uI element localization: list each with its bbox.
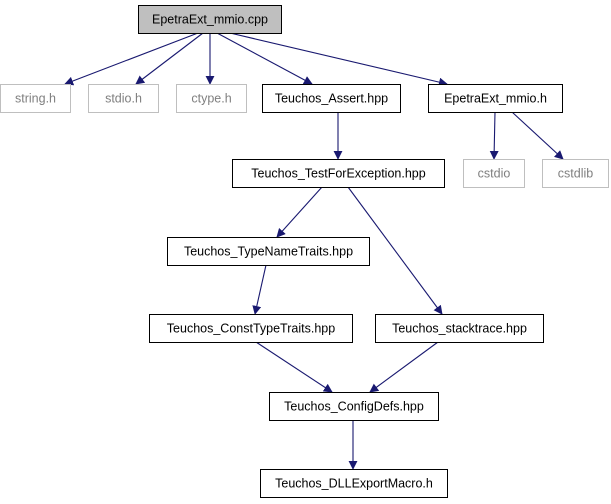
node-label-config: Teuchos_ConfigDefs.hpp (284, 399, 424, 413)
node-const[interactable]: Teuchos_ConstTypeTraits.hpp (149, 314, 353, 343)
node-box-dll (260, 469, 448, 498)
edge-root-to-stdio (135, 32, 204, 85)
node-box-cstdio (463, 159, 525, 188)
edges-layer (64, 32, 564, 470)
node-label-stdio: stdio.h (105, 91, 142, 105)
node-box-string (0, 84, 71, 113)
node-config[interactable]: Teuchos_ConfigDefs.hpp (269, 392, 439, 421)
node-box-stdio (88, 84, 159, 113)
node-box-typename (167, 237, 370, 266)
node-box-cstdlib (542, 159, 609, 188)
edge-mmioh-to-cstdio (489, 111, 499, 160)
edge-const-to-config (255, 341, 333, 393)
node-label-assert: Teuchos_Assert.hpp (275, 91, 388, 105)
node-label-ctype: ctype.h (191, 91, 231, 105)
node-box-test (232, 159, 445, 188)
node-cstdio: cstdio (463, 159, 525, 188)
edge-root-to-assert (216, 32, 313, 85)
node-dll[interactable]: Teuchos_DLLExportMacro.h (260, 469, 448, 498)
node-label-string: string.h (15, 91, 56, 105)
node-assert[interactable]: Teuchos_Assert.hpp (262, 84, 401, 113)
node-label-dll: Teuchos_DLLExportMacro.h (275, 476, 433, 490)
node-box-ctype (176, 84, 247, 113)
node-box-config (269, 392, 439, 421)
edge-mmioh-to-cstdlib (511, 111, 564, 160)
node-box-root (138, 5, 282, 34)
node-stack[interactable]: Teuchos_stacktrace.hpp (375, 314, 544, 343)
edge-test-to-typename (276, 186, 323, 238)
node-test[interactable]: Teuchos_TestForException.hpp (232, 159, 445, 188)
edge-stack-to-config (369, 341, 439, 393)
node-stdio: stdio.h (88, 84, 159, 113)
node-label-root: EpetraExt_mmio.cpp (152, 12, 268, 26)
node-cstdlib: cstdlib (542, 159, 609, 188)
node-label-mmioh: EpetraExt_mmio.h (444, 91, 547, 105)
node-typename[interactable]: Teuchos_TypeNameTraits.hpp (167, 237, 370, 266)
nodes-layer: EpetraExt_mmio.cpp string.h stdio.h ctype.h… (0, 5, 609, 498)
node-box-stack (375, 314, 544, 343)
node-label-typename: Teuchos_TypeNameTraits.hpp (184, 244, 353, 258)
node-mmioh[interactable]: EpetraExt_mmio.h (428, 84, 563, 113)
node-string: string.h (0, 84, 71, 113)
node-label-cstdio: cstdio (478, 166, 511, 180)
node-label-stack: Teuchos_stacktrace.hpp (392, 321, 527, 335)
node-ctype: ctype.h (176, 84, 247, 113)
node-label-test: Teuchos_TestForException.hpp (251, 166, 425, 180)
edge-root-to-string (64, 32, 199, 86)
node-label-const: Teuchos_ConstTypeTraits.hpp (167, 321, 335, 335)
edge-test-to-stack (347, 186, 443, 315)
node-label-cstdlib: cstdlib (558, 166, 593, 180)
node-box-const (149, 314, 353, 343)
node-box-mmioh (428, 84, 563, 113)
edge-root-to-mmioh (229, 32, 448, 87)
edge-typename-to-const (252, 264, 267, 315)
node-root[interactable]: EpetraExt_mmio.cpp (138, 5, 282, 34)
node-box-assert (262, 84, 401, 113)
